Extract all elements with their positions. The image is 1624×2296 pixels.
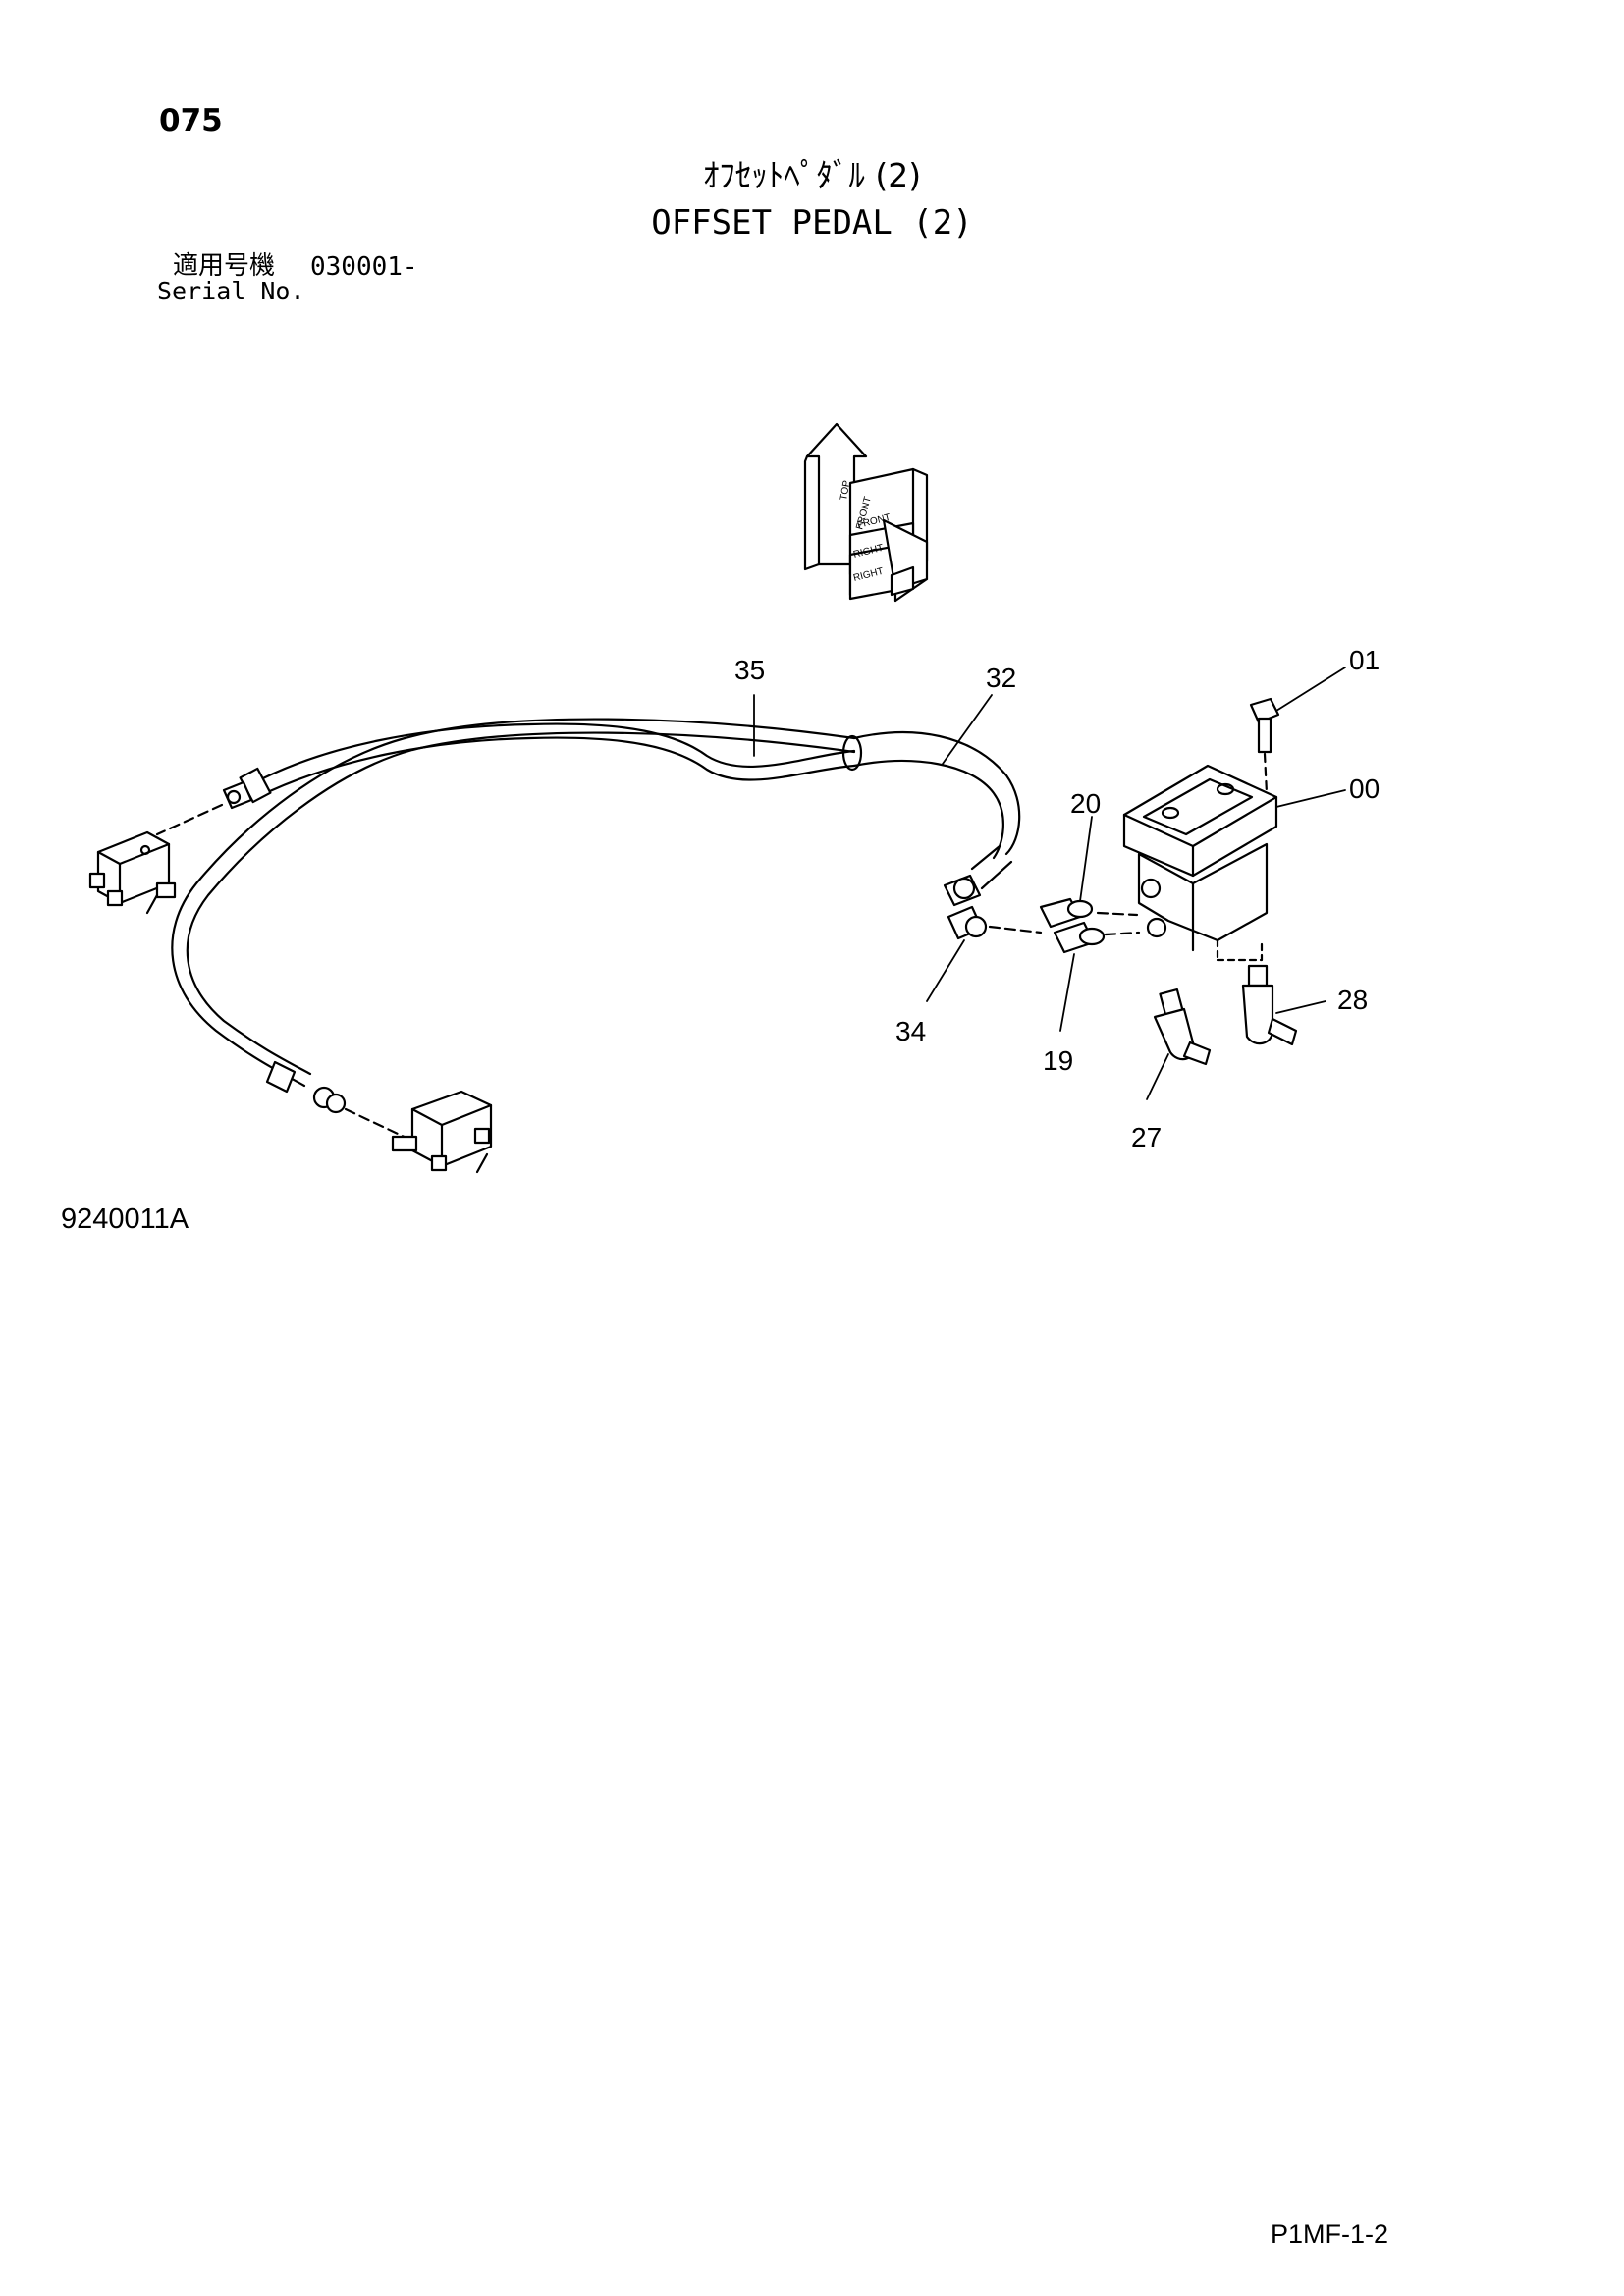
leader-lines (753, 667, 1346, 1100)
elbow-fittings-19-20 (1039, 897, 1141, 954)
callout-00: 00 (1349, 774, 1380, 804)
fittings-34 (943, 874, 1043, 940)
serial-label-english: Serial No. (157, 277, 305, 305)
callout-labels: 35 32 01 00 20 28 34 19 27 (734, 645, 1380, 1152)
callout-19: 19 (1043, 1045, 1073, 1076)
elbow-fitting-28 (1241, 964, 1298, 1046)
hose-end-fitting-lower (265, 1060, 414, 1143)
hose-32 (841, 730, 1021, 890)
callout-32: 32 (986, 663, 1016, 693)
title-english: OFFSET PEDAL (2) (651, 203, 973, 242)
valve-block-lower (391, 1090, 493, 1174)
valve-block-upper (88, 830, 177, 915)
figure-number: 9240011A (61, 1203, 189, 1235)
callout-35: 35 (734, 655, 765, 685)
page-number: 075 (159, 103, 223, 138)
title-japanese: ｵﾌｾｯﾄﾍﾟﾀﾞﾙ (2) (702, 156, 922, 194)
callout-01: 01 (1349, 645, 1380, 675)
callout-20: 20 (1070, 788, 1101, 819)
serial-label-japanese: 適用号機 (173, 251, 276, 281)
orientation-label-top: TOP (839, 479, 852, 501)
orientation-indicator: TOP FRONT FRONT RIGHT RIGHT (803, 422, 929, 603)
serial-range: 030001- (310, 252, 418, 282)
elbow-fitting-27 (1153, 988, 1212, 1066)
callout-28: 28 (1337, 985, 1368, 1015)
bolt-01 (1249, 697, 1280, 795)
sheet-reference: P1MF-1-2 (1271, 2219, 1389, 2249)
hose-35 (171, 718, 856, 1088)
callout-34: 34 (895, 1016, 926, 1046)
pedal-valve-00 (1122, 764, 1278, 962)
hose-end-fitting-upper (155, 767, 272, 836)
callout-27: 27 (1131, 1122, 1162, 1152)
